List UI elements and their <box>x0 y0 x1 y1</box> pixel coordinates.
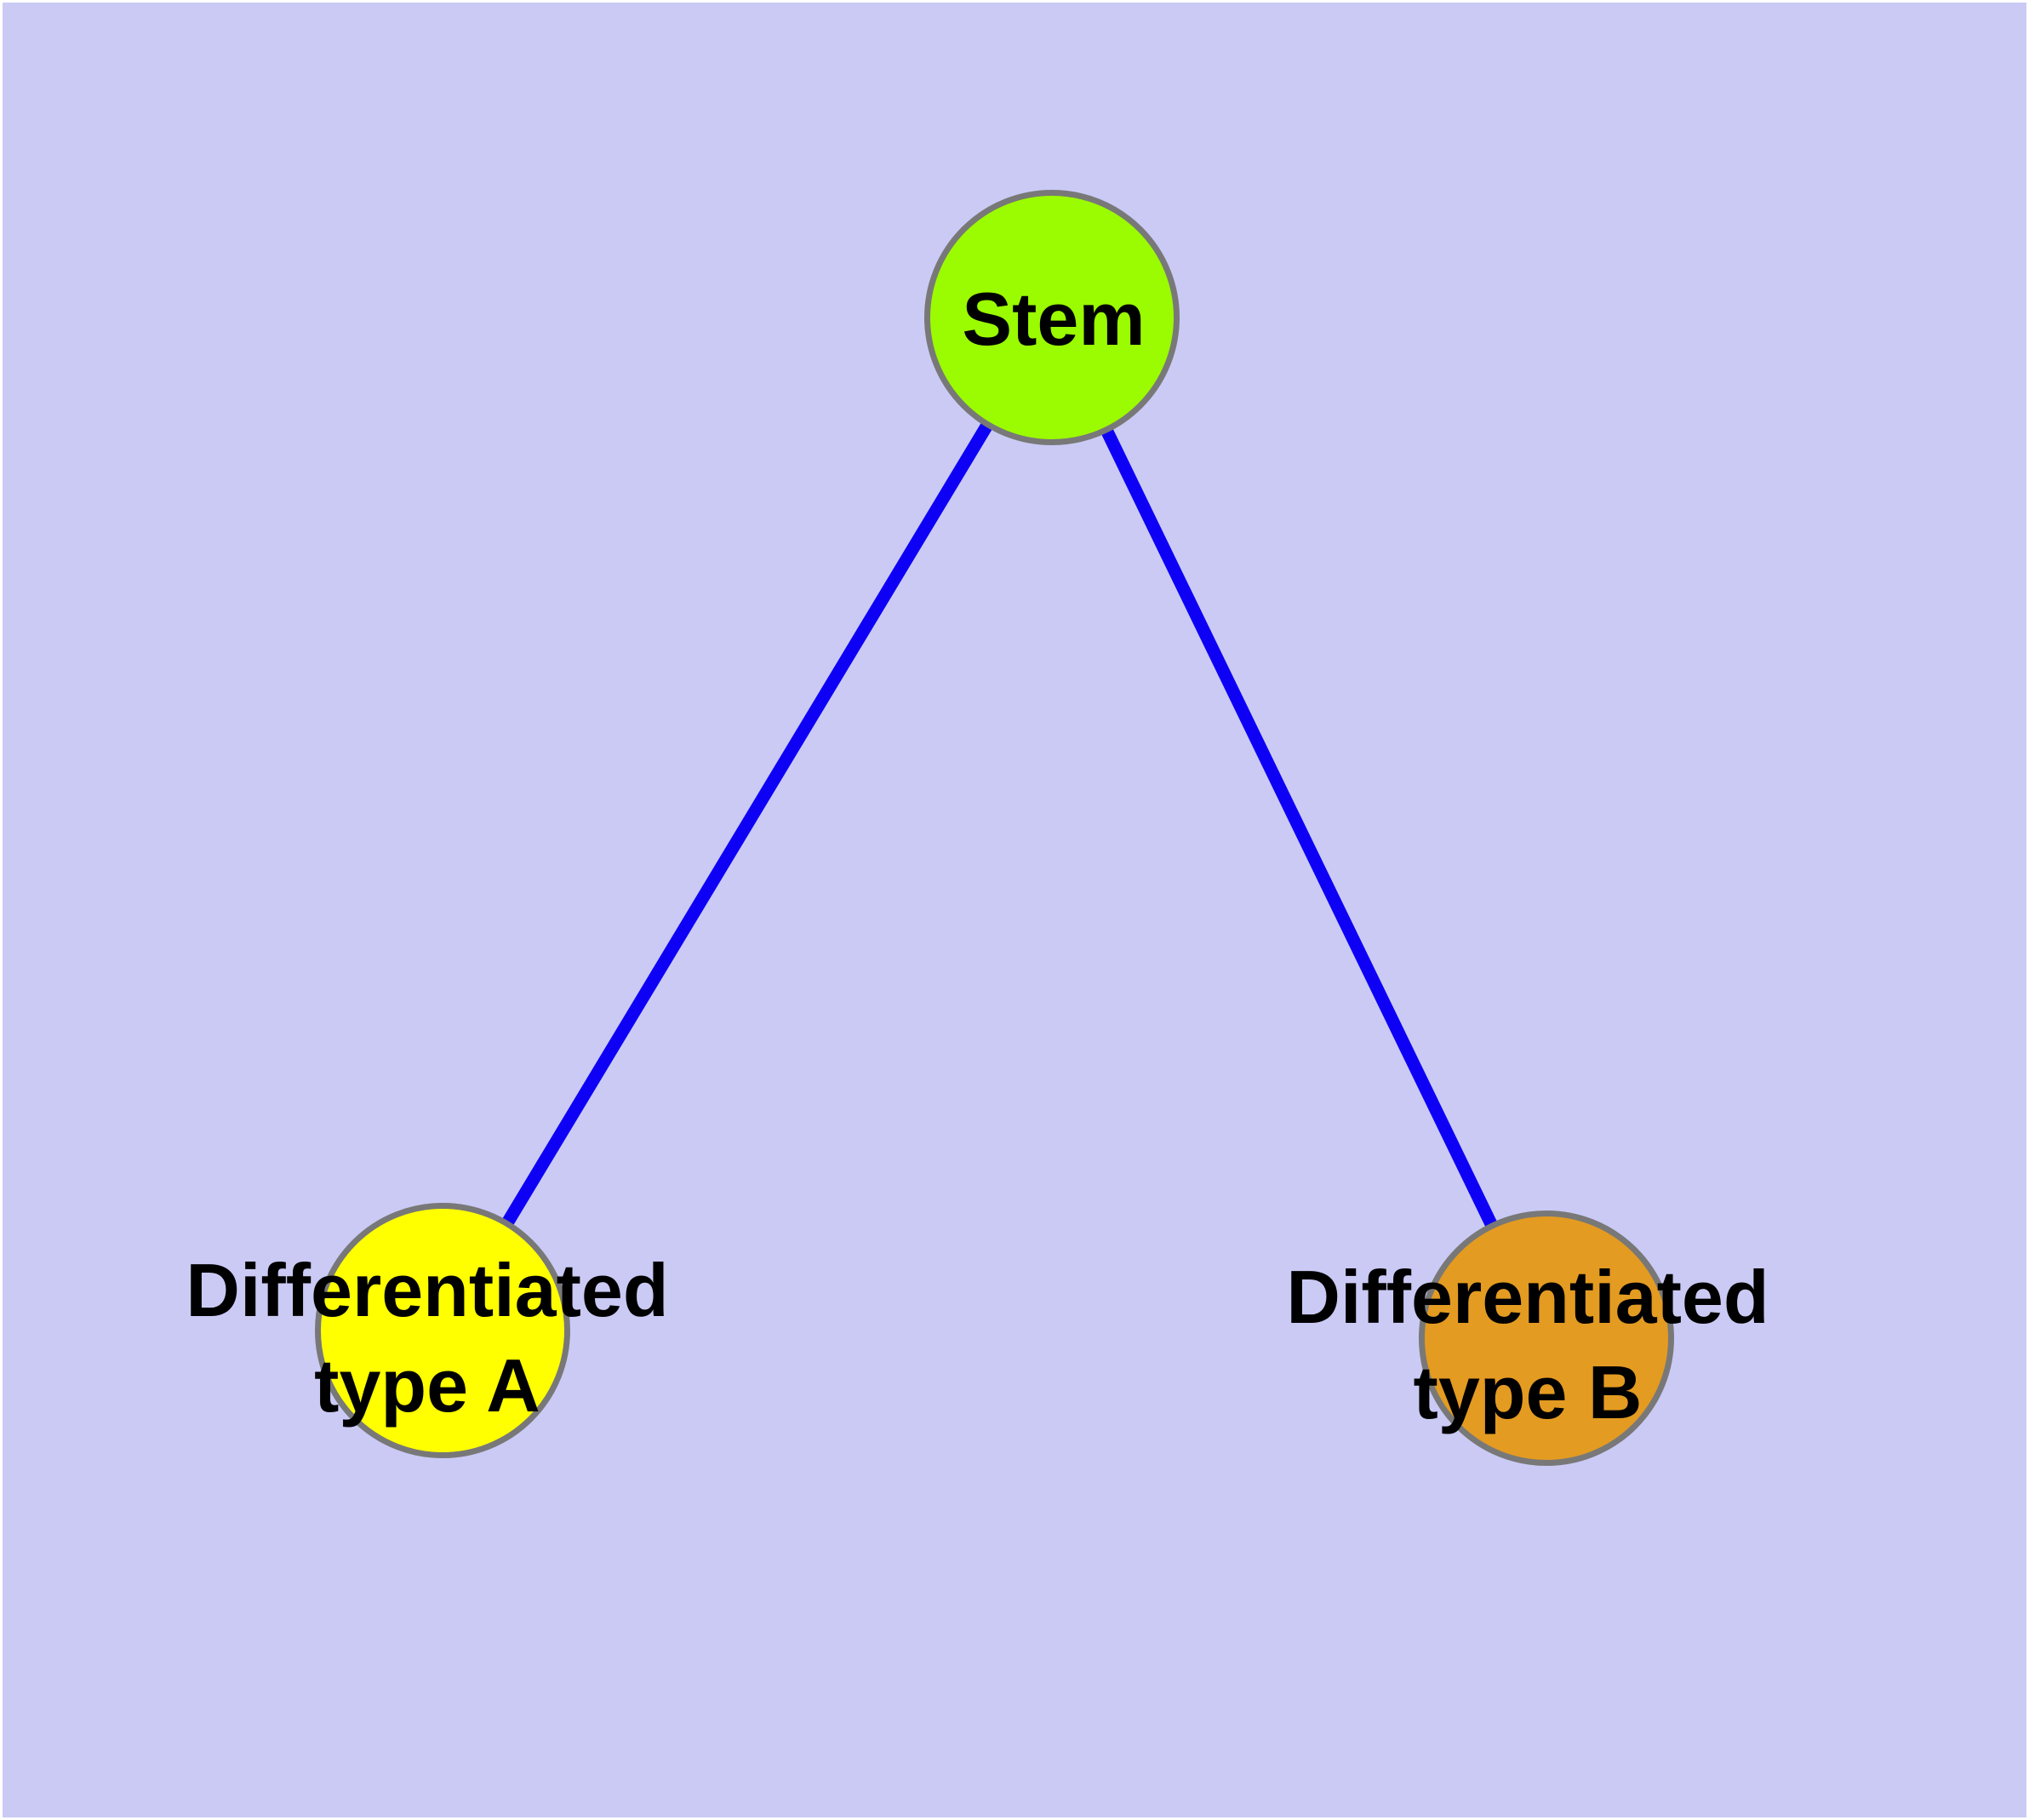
differentiated-type-b-node-circle <box>1419 1210 1674 1466</box>
differentiated-type-a-label-line2: type A <box>314 1343 540 1428</box>
differentiated-type-b-label-line2: type B <box>1413 1350 1643 1434</box>
edge-stem-to-differentiated-type-b <box>1046 314 1552 1342</box>
edge-stem-to-differentiated-type-a <box>437 314 1058 1334</box>
differentiated-type-b-label-line1: Differentiated <box>1286 1255 1769 1339</box>
differentiated-type-a-label-line1: Differentiated <box>186 1248 669 1332</box>
differentiated-type-b-node-label: Differentiated type B <box>1286 1250 1769 1440</box>
stem-node-circle <box>924 190 1180 445</box>
differentiated-type-a-node-label: Differentiated type A <box>186 1243 668 1434</box>
differentiated-type-a-node-circle <box>315 1203 570 1458</box>
stem-node-label: Stem <box>962 277 1146 361</box>
